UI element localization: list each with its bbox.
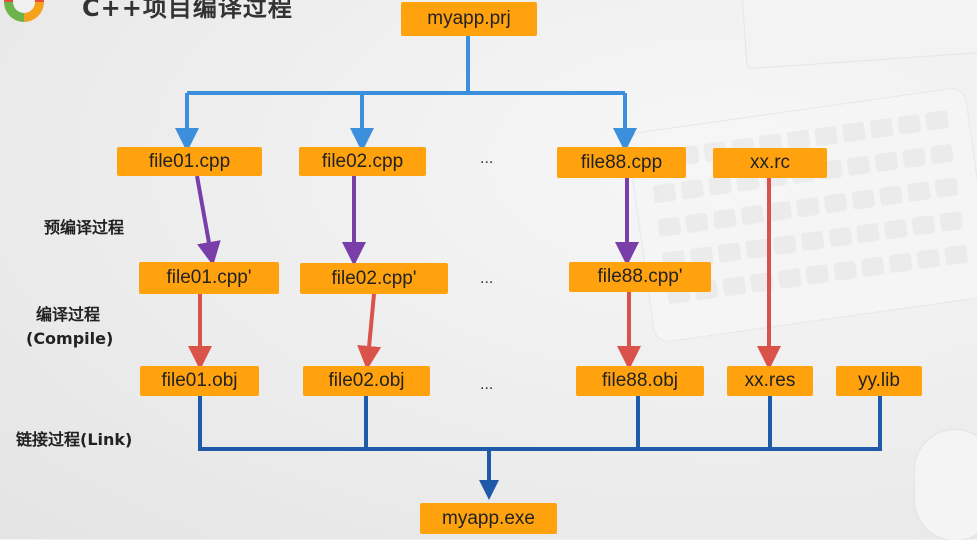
stage-compile-label-line2: (Compile) xyxy=(26,329,114,348)
slide-title: C++项目编译过程 xyxy=(82,0,293,22)
logo-icon xyxy=(4,0,44,22)
node-output: myapp.exe xyxy=(420,503,557,534)
stage-link-label: 链接过程(Link) xyxy=(16,430,133,449)
node-preprocessed-2: file02.cpp' xyxy=(300,263,448,294)
preprocess-arrows xyxy=(195,175,639,266)
ellipsis-row-1: ... xyxy=(480,150,494,167)
background-mouse xyxy=(915,430,977,540)
node-source-2: file02.cpp xyxy=(299,147,426,176)
node-library: yy.lib xyxy=(836,366,922,396)
stage-preprocess-label: 预编译过程 xyxy=(44,218,125,237)
stage-compile-label-line1: 编译过程 xyxy=(36,305,101,324)
node-source-3: file88.cpp xyxy=(557,147,686,178)
node-resource-compiled: xx.res xyxy=(727,366,813,396)
node-object-3: file88.obj xyxy=(576,366,704,396)
split-connector xyxy=(175,36,637,152)
node-object-1: file01.obj xyxy=(140,366,259,396)
ellipsis-row-2: ... xyxy=(480,270,494,287)
link-connector xyxy=(198,396,882,500)
node-resource-source: xx.rc xyxy=(713,148,827,178)
node-preprocessed-1: file01.cpp' xyxy=(139,262,279,294)
ellipsis-row-3: ... xyxy=(480,376,494,393)
stage-compile-label: 编译过程 (Compile) xyxy=(26,303,113,351)
node-preprocessed-3: file88.cpp' xyxy=(569,262,711,292)
node-object-2: file02.obj xyxy=(303,366,430,396)
node-project: myapp.prj xyxy=(401,2,537,36)
compile-arrows xyxy=(188,178,781,370)
node-source-1: file01.cpp xyxy=(117,147,262,176)
